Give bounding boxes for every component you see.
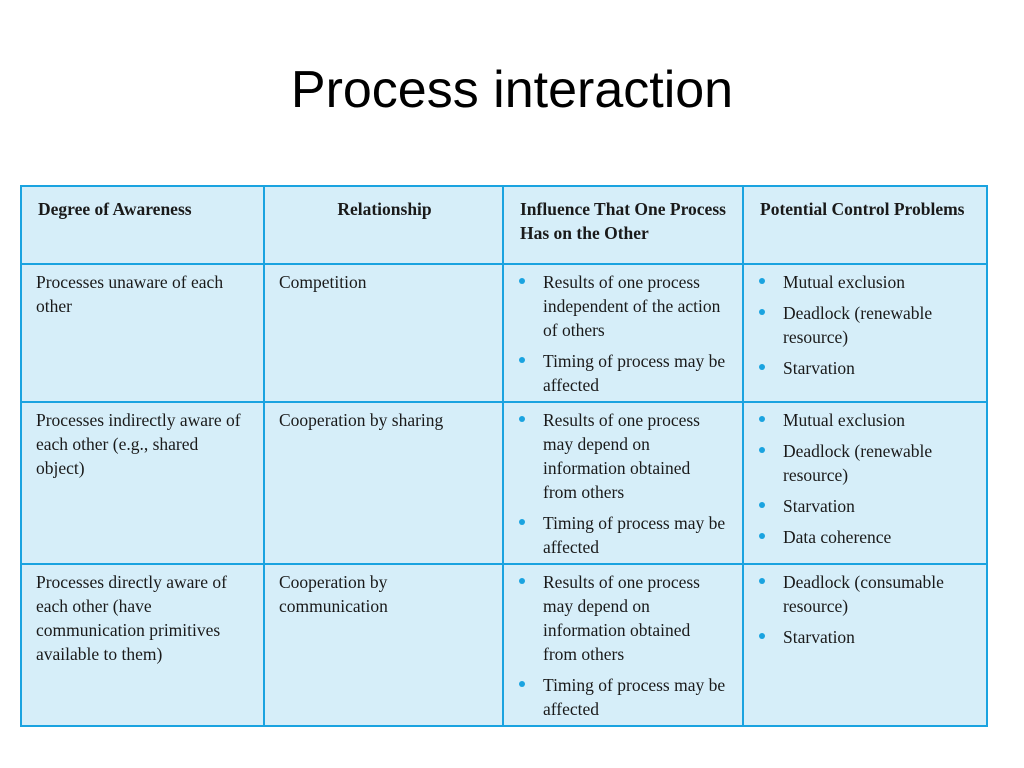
header-relationship: Relationship [263, 185, 504, 265]
list-item-text: Deadlock (renewable resource) [783, 303, 933, 347]
problems-list: Mutual exclusion Deadlock (renewable res… [758, 408, 972, 549]
relationship-cell: Cooperation by sharing [263, 401, 504, 565]
bullet-icon [759, 309, 765, 315]
problems-cell: Mutual exclusion Deadlock (renewable res… [742, 401, 988, 565]
list-item-text: Mutual exclusion [783, 410, 905, 430]
slide-title: Process interaction [290, 61, 734, 119]
bullet-icon [759, 447, 765, 453]
list-item: Mutual exclusion [758, 408, 972, 432]
list-item-text: Starvation [783, 358, 855, 378]
problems-cell: Mutual exclusion Deadlock (renewable res… [742, 263, 988, 403]
list-item: Starvation [758, 356, 972, 380]
process-interaction-table-container: Degree of Awareness Relationship Influen… [20, 185, 988, 727]
table-row: Processes directly aware of each other (… [20, 563, 988, 727]
problems-cell: Deadlock (consumable resource) Starvatio… [742, 563, 988, 727]
bullet-icon [519, 681, 525, 687]
bullet-icon [759, 633, 765, 639]
awareness-cell: Processes indirectly aware of each other… [20, 401, 265, 565]
list-item-text: Deadlock (consumable resource) [783, 572, 944, 616]
list-item-text: Starvation [783, 627, 855, 647]
header-degree-of-awareness: Degree of Awareness [20, 185, 265, 265]
awareness-cell: Processes directly aware of each other (… [20, 563, 265, 727]
relationship-cell: Competition [263, 263, 504, 403]
awareness-cell: Processes unaware of each other [20, 263, 265, 403]
list-item: Data coherence [758, 525, 972, 549]
relationship-cell: Cooperation by communication [263, 563, 504, 727]
bullet-icon [519, 519, 525, 525]
list-item-text: Results of one process independent of th… [543, 272, 721, 340]
list-item: Results of one process may depend on inf… [518, 408, 728, 504]
list-item-text: Deadlock (renewable resource) [783, 441, 933, 485]
influence-cell: Results of one process independent of th… [502, 263, 744, 403]
bullet-icon [759, 278, 765, 284]
process-interaction-table: Degree of Awareness Relationship Influen… [20, 185, 988, 727]
list-item-text: Data coherence [783, 527, 892, 547]
list-item: Deadlock (consumable resource) [758, 570, 972, 618]
bullet-icon [759, 502, 765, 508]
header-potential-control-problems: Potential Control Problems [742, 185, 988, 265]
list-item: Starvation [758, 494, 972, 518]
list-item: Timing of process may be affected [518, 349, 728, 397]
list-item: Timing of process may be affected [518, 673, 728, 721]
problems-list: Deadlock (consumable resource) Starvatio… [758, 570, 972, 649]
influence-list: Results of one process independent of th… [518, 270, 728, 397]
list-item: Deadlock (renewable resource) [758, 301, 972, 349]
bullet-icon [759, 364, 765, 370]
list-item: Starvation [758, 625, 972, 649]
list-item: Deadlock (renewable resource) [758, 439, 972, 487]
list-item: Mutual exclusion [758, 270, 972, 294]
bullet-icon [519, 578, 525, 584]
bullet-icon [759, 416, 765, 422]
table-header-row: Degree of Awareness Relationship Influen… [20, 185, 988, 265]
influence-cell: Results of one process may depend on inf… [502, 563, 744, 727]
influence-list: Results of one process may depend on inf… [518, 570, 728, 721]
table-row: Processes unaware of each other Competit… [20, 263, 988, 403]
list-item-text: Results of one process may depend on inf… [543, 572, 700, 664]
list-item: Timing of process may be affected [518, 511, 728, 559]
list-item-text: Timing of process may be affected [543, 675, 726, 719]
list-item-text: Starvation [783, 496, 855, 516]
bullet-icon [519, 416, 525, 422]
list-item-text: Results of one process may depend on inf… [543, 410, 700, 502]
list-item-text: Mutual exclusion [783, 272, 905, 292]
list-item-text: Timing of process may be affected [543, 351, 726, 395]
bullet-icon [759, 578, 765, 584]
influence-cell: Results of one process may depend on inf… [502, 401, 744, 565]
list-item-text: Timing of process may be affected [543, 513, 726, 557]
problems-list: Mutual exclusion Deadlock (renewable res… [758, 270, 972, 380]
list-item: Results of one process may depend on inf… [518, 570, 728, 666]
bullet-icon [759, 533, 765, 539]
table-row: Processes indirectly aware of each other… [20, 401, 988, 565]
influence-list: Results of one process may depend on inf… [518, 408, 728, 559]
list-item: Results of one process independent of th… [518, 270, 728, 342]
header-influence: Influence That One Process Has on the Ot… [502, 185, 744, 265]
bullet-icon [519, 357, 525, 363]
bullet-icon [519, 278, 525, 284]
